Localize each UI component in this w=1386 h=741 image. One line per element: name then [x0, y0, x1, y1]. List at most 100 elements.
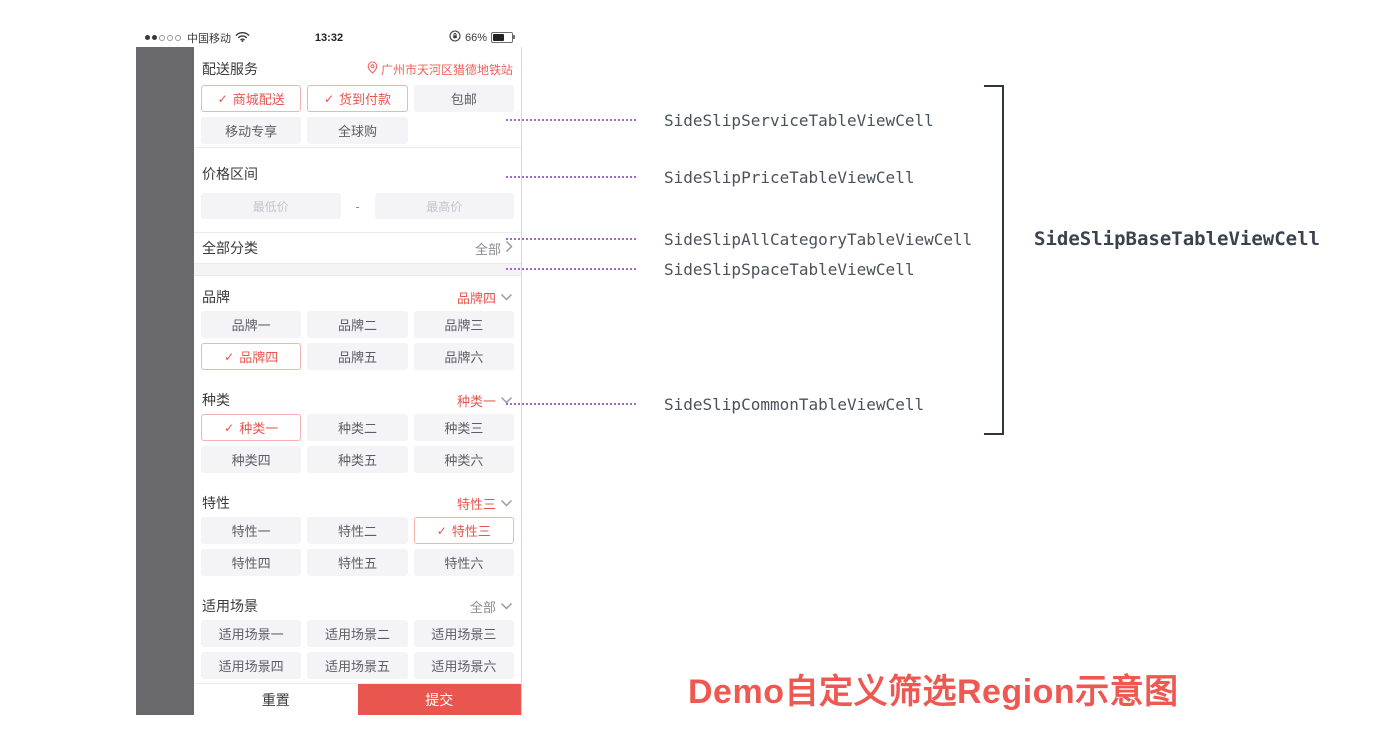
section-divider: [194, 232, 521, 233]
chip-label: 移动专享: [225, 124, 278, 139]
chip-label: 适用场景一: [218, 627, 284, 642]
filter-chip[interactable]: 适用场景五: [307, 652, 408, 679]
common-chip-grid: 品牌一 品牌二 品牌三: [194, 311, 521, 338]
section-dropdown-toggle[interactable]: 全部: [470, 597, 513, 616]
all-category-row[interactable]: 全部分类 全部: [194, 233, 521, 263]
dim-overlay[interactable]: [136, 47, 194, 715]
common-section-header: 适用场景 全部: [194, 596, 521, 616]
filter-chip[interactable]: 特性二: [307, 517, 408, 544]
chip-label: 特性四: [231, 556, 271, 571]
chip-label: 品牌一: [231, 318, 271, 333]
annotation-price-cell: SideSlipPriceTableViewCell: [664, 168, 915, 187]
submit-button[interactable]: 提交: [357, 684, 521, 715]
status-bar: 中国移动 13:32 66%: [136, 28, 522, 47]
filter-chip[interactable]: 适用场景四: [201, 652, 302, 679]
filter-chip[interactable]: ✓ 品牌四: [201, 343, 302, 370]
filter-chip[interactable]: 包邮: [413, 85, 514, 112]
common-section-header: 特性特性三: [194, 493, 521, 513]
filter-chip[interactable]: 适用场景二: [307, 620, 408, 647]
common-chip-grid: 特性四 特性五特性六: [194, 549, 521, 576]
all-category-value: 全部: [474, 241, 501, 257]
signal-strength-icon: [145, 34, 181, 41]
location-link[interactable]: 广州市天河区猎德地铁站: [367, 61, 513, 78]
reset-button[interactable]: 重置: [194, 684, 358, 715]
diagram-caption: Demo自定义筛选Region示意图: [688, 673, 1179, 711]
common-section-header: 种类 种类一: [194, 390, 521, 410]
common-chip-grid: ✓ 种类一 种类二 种类三: [194, 414, 521, 441]
filter-chip[interactable]: 适用场景三: [413, 620, 514, 647]
filter-chip[interactable]: 特性五: [307, 549, 408, 576]
chip-label: 种类四: [231, 453, 271, 468]
chevron-down-icon: [500, 393, 513, 408]
chip-label: 包邮: [450, 92, 477, 107]
annotation-base-cell: SideSlipBaseTableViewCell: [1034, 228, 1320, 250]
filter-chip[interactable]: 种类五: [307, 446, 408, 473]
filter-chip[interactable]: 种类三: [413, 414, 514, 441]
checkmark-icon: ✓: [224, 349, 235, 364]
price-max-input[interactable]: 最高价: [374, 193, 514, 219]
chip-label: 适用场景二: [324, 627, 390, 642]
chevron-right-icon: [505, 240, 513, 256]
chip-label: 品牌五: [337, 350, 377, 365]
filter-chip[interactable]: 特性六: [413, 549, 514, 576]
section-selected-value: 品牌四: [456, 290, 496, 306]
checkmark-icon: ✓: [217, 91, 228, 106]
filter-chip[interactable]: 特性四: [201, 549, 302, 576]
filter-chip[interactable]: 品牌六: [413, 343, 514, 370]
filter-chip[interactable]: 适用场景六: [413, 652, 514, 679]
section-dropdown-toggle[interactable]: 种类一: [457, 391, 513, 410]
callout-line-space: [506, 268, 636, 270]
chip-label: 特性一: [231, 524, 271, 539]
chip-label: 货到付款: [339, 92, 392, 107]
filter-chip[interactable]: ✓ 货到付款: [307, 85, 408, 112]
section-selected-value: 特性三: [456, 496, 496, 512]
checkmark-icon: ✓: [323, 91, 335, 106]
section-dropdown-toggle[interactable]: 特性三: [457, 494, 513, 513]
chip-label: 品牌四: [239, 350, 279, 365]
annotation-space-cell: SideSlipSpaceTableViewCell: [664, 260, 915, 279]
common-section-title: 种类: [202, 392, 230, 408]
callout-line-all-category: [506, 238, 636, 240]
wifi-icon: [235, 31, 250, 45]
filter-chip[interactable]: 品牌二: [307, 311, 408, 338]
price-min-input[interactable]: 最低价: [201, 193, 341, 219]
chip-label: 适用场景三: [431, 627, 497, 642]
chip-label: 品牌三: [444, 318, 484, 333]
chevron-down-icon: [500, 496, 513, 511]
common-sections: 品牌品牌四品牌一品牌二品牌三✓品牌四品牌五品牌六种类种类一✓种类一种类二种类三种…: [194, 276, 521, 679]
filter-chip[interactable]: ✓ 种类一: [201, 414, 302, 441]
filter-chip[interactable]: 品牌三: [413, 311, 514, 338]
filter-chip[interactable]: ✓特性三: [413, 517, 514, 544]
space-cell: [194, 263, 521, 276]
section-dropdown-toggle[interactable]: 品牌四: [457, 288, 513, 307]
checkmark-icon: ✓: [224, 420, 235, 435]
filter-chip[interactable]: 种类四: [201, 446, 302, 473]
filter-chip[interactable]: 特性一: [201, 517, 302, 544]
common-chip-grid: ✓ 品牌四 品牌五 品牌六: [194, 343, 521, 370]
filter-chip[interactable]: 品牌五: [307, 343, 408, 370]
chip-label: 商城配送: [232, 92, 285, 107]
filter-chip[interactable]: 种类二: [307, 414, 408, 441]
service-section-header: 配送服务 广州市天河区猎德地铁站: [194, 59, 521, 79]
filter-chip[interactable]: 品牌一: [201, 311, 302, 338]
chip-label: 适用场景五: [324, 659, 390, 674]
filter-chip[interactable]: 种类六: [413, 446, 514, 473]
chip-label: 全球购: [337, 124, 377, 139]
chip-label: 特性二: [337, 524, 377, 539]
filter-chip[interactable]: 适用场景一: [201, 620, 302, 647]
price-row: 最低价 - 最高价: [194, 193, 521, 219]
chip-label: 种类一: [239, 421, 279, 436]
section-divider: [194, 147, 521, 148]
common-chip-grid: 适用场景四 适用场景五 适用场景六: [194, 652, 521, 679]
footer-bar: 重置 提交: [194, 683, 521, 715]
grouping-bracket: [984, 85, 1004, 435]
chip-label: 种类二: [337, 421, 377, 436]
service-section-title: 配送服务: [202, 61, 258, 77]
common-chip-grid: 种类四 种类五种类六: [194, 446, 521, 473]
filter-chip[interactable]: 移动专享: [201, 117, 302, 144]
chip-label: 适用场景六: [431, 659, 497, 674]
filter-chip[interactable]: 全球购: [307, 117, 408, 144]
common-section-title: 适用场景: [202, 598, 258, 614]
filter-chip[interactable]: ✓ 商城配送: [201, 85, 302, 112]
chip-label: 品牌六: [444, 350, 484, 365]
